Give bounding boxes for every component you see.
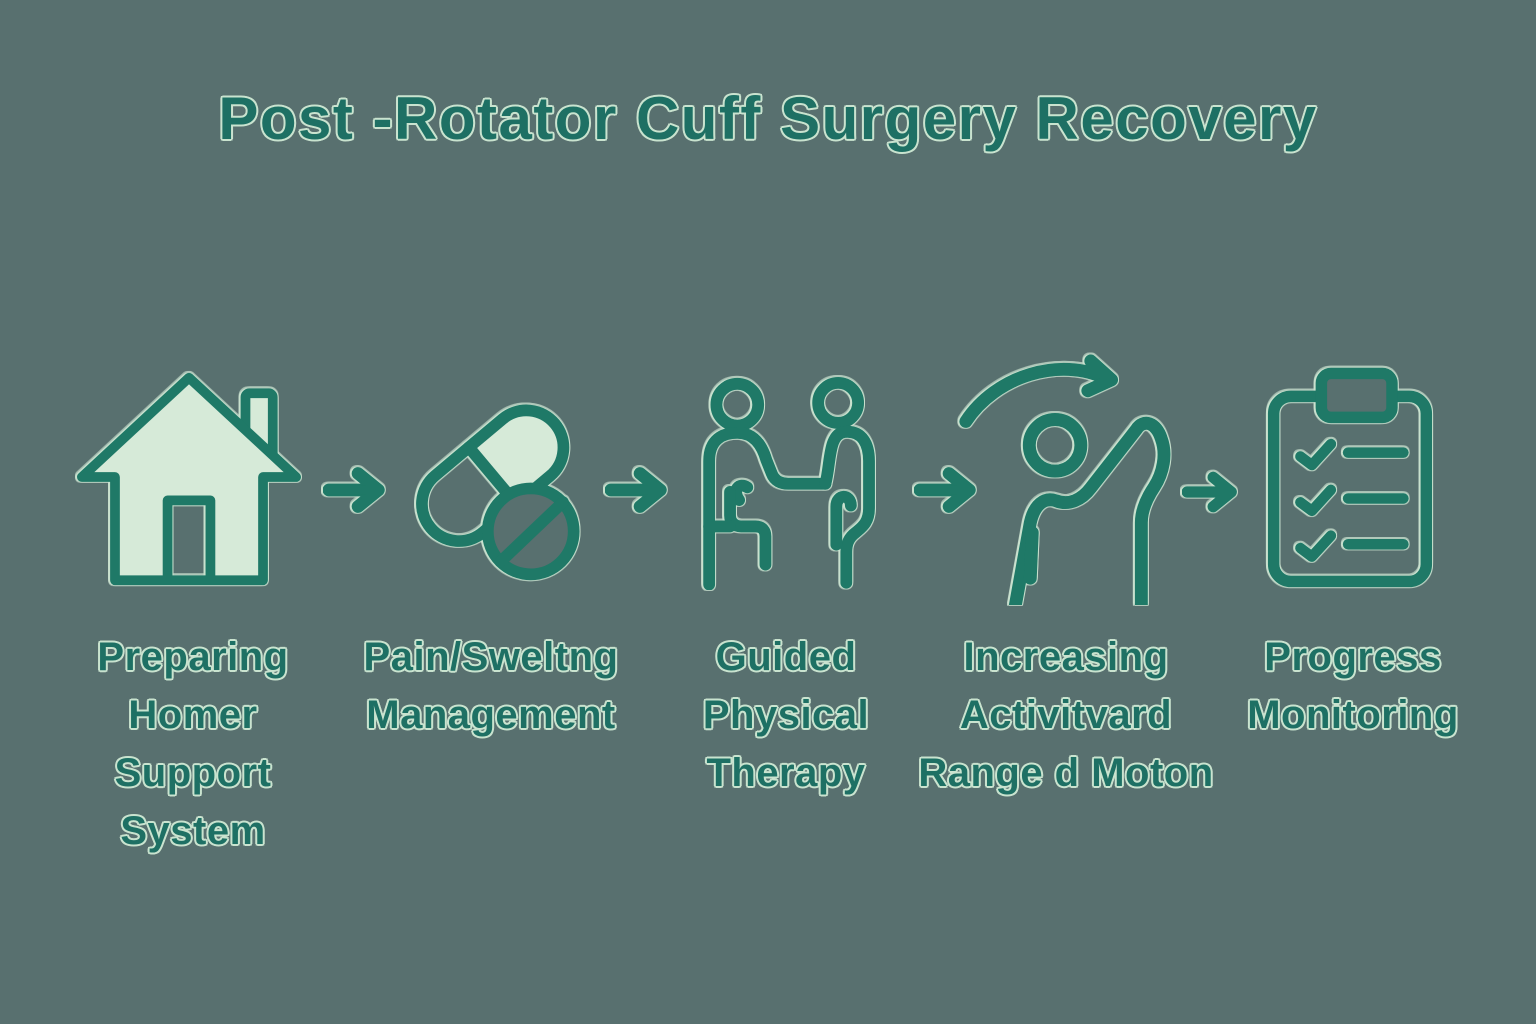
stretching-person-icon: [959, 354, 1171, 605]
step-label-progress-monitoring: Progress Monitoring: [1247, 635, 1459, 737]
clipboard-checklist-icon: [1267, 367, 1433, 588]
pills-icon: [416, 404, 580, 581]
step-label-pain-swelling-management: Pain/Sweltng Management: [363, 635, 619, 737]
step-label-guided-physical-therapy: Guided Physical Therapy: [702, 635, 870, 795]
step-label-preparing-home-support: Preparing Homer Support System: [97, 635, 289, 853]
house-icon: [77, 372, 301, 586]
arrow-right-icon: [914, 467, 976, 513]
arrow-right-icon: [323, 467, 385, 513]
step-label-increasing-activity-rom: Increasing Activitvard Range d Moton: [918, 635, 1214, 795]
arrow-right-icon: [1182, 471, 1237, 513]
arrow-right-icon: [605, 467, 667, 513]
therapy-session-icon: [703, 376, 875, 590]
page-title: Post -Rotator Cuff Surgery Recovery: [218, 85, 1318, 152]
